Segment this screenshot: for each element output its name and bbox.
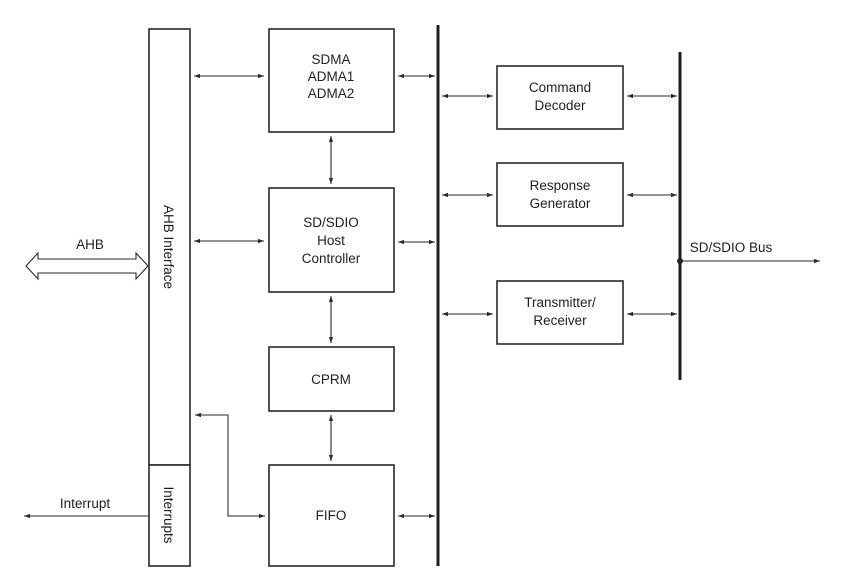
dma-block [268, 28, 395, 133]
dma-label-line-2: ADMA1 [308, 69, 355, 84]
response-generator-label-line-1: Response [530, 178, 591, 193]
fifo-block [268, 464, 395, 567]
transmitter-receiver-label-line-2: Receiver [533, 313, 587, 328]
ahb-interface-label: AHB Interface [161, 205, 176, 289]
host-controller-label-line-1: SD/SDIO [303, 215, 359, 230]
cprm-block [268, 346, 395, 412]
dma-label-line-3: ADMA2 [308, 86, 355, 101]
transmitter-receiver-block [496, 280, 624, 345]
command-decoder-label-line-2: Decoder [534, 98, 586, 113]
sd-sdio-bus-label: SD/SDIO Bus [690, 240, 773, 255]
dma-label-line-1: SDMA [311, 52, 350, 67]
response-generator-block [496, 162, 624, 227]
host-controller-label-line-2: Host [317, 233, 345, 248]
host-controller-label-line-3: Controller [302, 251, 361, 266]
command-decoder-label-line-1: Command [529, 80, 591, 95]
ahb-interface-block [148, 28, 191, 466]
cprm-label: CPRM [311, 372, 351, 387]
command-decoder-block [496, 65, 624, 130]
interrupts-label: Interrupts [161, 486, 176, 543]
interrupts-block [148, 464, 191, 567]
ahb-fifo-arrow [195, 412, 265, 519]
fifo-label: FIFO [316, 508, 347, 523]
ahb-label: AHB [76, 237, 104, 252]
interrupt-label: Interrupt [60, 496, 111, 511]
ahb-bus-arrow [25, 251, 149, 281]
transmitter-receiver-label-line-1: Transmitter/ [524, 295, 596, 310]
response-generator-label-line-2: Generator [530, 196, 591, 211]
host-controller-block [268, 187, 395, 293]
